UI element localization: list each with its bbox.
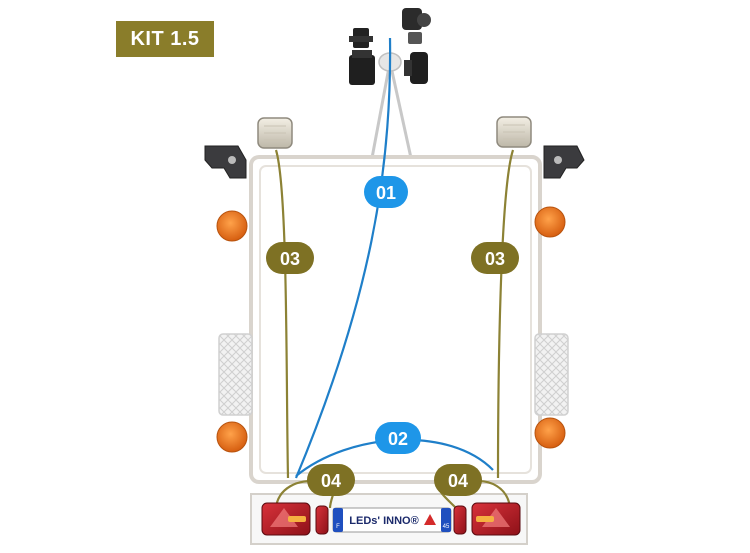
left-mounting-bracket-icon — [204, 145, 247, 179]
left-reflector-panel-icon — [218, 333, 253, 416]
kit-title-label: KIT 1.5 — [130, 28, 200, 50]
callout-02-label: 02 — [388, 429, 408, 449]
right-reflector-panel-icon — [534, 333, 569, 416]
amber-side-marker-icon — [534, 417, 566, 449]
connector-plug-icon — [349, 28, 375, 85]
callout-04-right-label: 04 — [448, 471, 468, 491]
callout-04-left: 04 — [307, 464, 355, 496]
plate-dept-number: 45 — [443, 524, 450, 530]
cable-03-left — [274, 149, 290, 479]
callout-01: 01 — [364, 176, 408, 208]
callout-03-left-label: 03 — [280, 249, 300, 269]
amber-side-marker-icon — [216, 421, 248, 453]
plate-brand-text: LEDs' INNO® — [349, 515, 418, 527]
amber-side-marker-icon — [534, 206, 566, 238]
socket-adapter-icon — [402, 8, 431, 84]
callout-02: 02 — [375, 422, 421, 454]
trailer-frame — [249, 155, 542, 484]
cable-01 — [294, 37, 392, 479]
callout-04-right: 04 — [434, 464, 482, 496]
amber-side-marker-icon — [216, 210, 248, 242]
kit-title-badge: KIT 1.5 — [116, 21, 214, 57]
right-small-tail-light-icon — [453, 505, 467, 535]
left-rear-combination-light-icon — [261, 502, 311, 536]
callout-03-right: 03 — [471, 242, 519, 274]
callout-03-right-label: 03 — [485, 249, 505, 269]
plate-country-code: F — [336, 524, 340, 530]
callout-03-left: 03 — [266, 242, 314, 274]
callout-04-left-label: 04 — [321, 471, 341, 491]
right-mounting-bracket-icon — [543, 145, 585, 179]
callout-01-label: 01 — [376, 183, 396, 203]
warning-triangle-icon — [424, 514, 436, 525]
right-rear-combination-light-icon — [471, 502, 521, 536]
left-work-lamp-icon — [257, 117, 293, 149]
license-plate-icon: F 45 LEDs' INNO® — [332, 507, 452, 533]
left-small-tail-light-icon — [315, 505, 329, 535]
cable-03-right — [496, 149, 515, 479]
right-work-lamp-icon — [496, 116, 532, 148]
